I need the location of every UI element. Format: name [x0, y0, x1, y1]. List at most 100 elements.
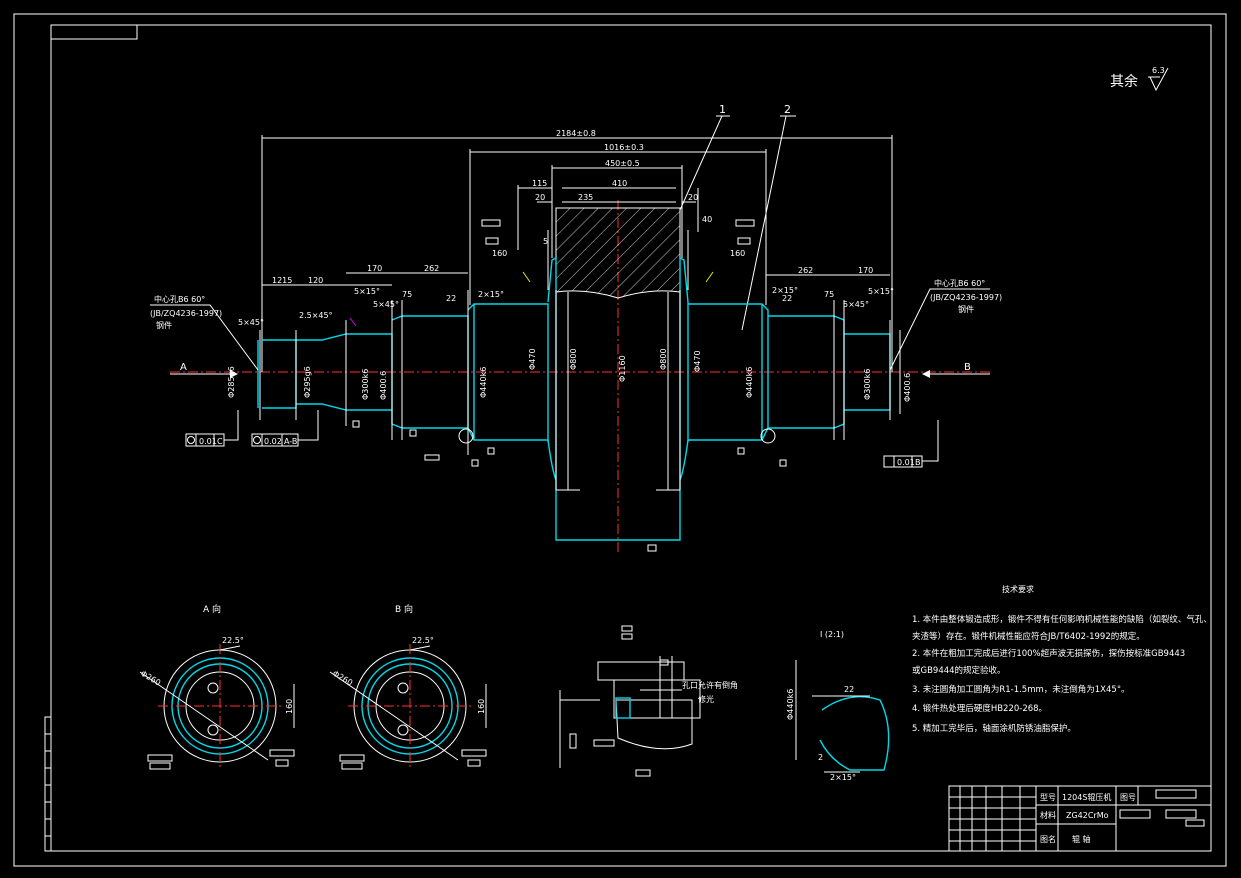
tol-3-ref: B: [915, 458, 921, 467]
tech-req-item-1: 1. 本件由整体锻造成形，锻件不得有任何影响机械性能的缺陷（如裂纹、气孔、: [912, 614, 1212, 625]
detail-i: I (2:1) 22 Φ440k6 2 2×15°: [786, 630, 890, 782]
dim-1016: 1016±0.3: [604, 143, 644, 152]
dia-mid-2: Φ1160: [618, 355, 627, 382]
dim-20-left: 20: [535, 193, 545, 202]
tol-2-value: 0.02: [264, 437, 282, 446]
dim-170-left: 170: [367, 264, 382, 273]
tech-req-item-1b: 夹渣等）存在。锻件机械性能应符合JB/T6402-1992的规定。: [912, 631, 1145, 642]
technical-requirements: 技术要求 1. 本件由整体锻造成形，锻件不得有任何影响机械性能的缺陷（如裂纹、气…: [912, 584, 1212, 734]
title-block: 型号 1204S辊压机 图号 材料 ZG42CrMo 图名 辊 轴: [948, 785, 1212, 852]
tech-req-item-3: 3. 未注圆角加工圆角为R1-1.5mm，未注倒角为1X45°。: [912, 684, 1130, 695]
tech-req-item-2b: 或GB9444的规定验收。: [912, 665, 1006, 676]
dia-right-1: Φ470: [693, 350, 702, 372]
detail-section: 孔口允许有倒角 修光: [559, 625, 738, 777]
tol-2-ref: A-B: [284, 437, 297, 446]
chamfer-5x45-end-left: 5×45°: [238, 318, 264, 327]
title-name-label: 图名: [1040, 834, 1056, 844]
detail-i-chamfer: 2×15°: [830, 773, 856, 782]
dia-mid-3: Φ800: [659, 348, 668, 370]
view-a: A 向 Φ260 22.5° 160: [139, 603, 295, 770]
dia-left-1: Φ285g6: [227, 366, 236, 398]
dim-120: 120: [308, 276, 323, 285]
center-hole-left-std: (JB/ZQ4236-1997): [150, 309, 222, 318]
center-hole-left-title: 中心孔B6 60°: [154, 294, 205, 304]
runout-icon: [253, 436, 261, 444]
roll-section-hatch: [555, 207, 681, 299]
dim-20-right: 20: [688, 193, 698, 202]
dia-left-4: Φ400.6: [379, 371, 388, 400]
sheet-border: [13, 13, 1227, 867]
dia-left-3: Φ300k6: [361, 369, 370, 400]
surface-finish-value: 6.3: [1152, 66, 1165, 75]
dim-262-right: 262: [798, 266, 813, 275]
dia-right-4: Φ400.6: [903, 373, 912, 402]
roughness-symbol-icon: [1149, 67, 1169, 92]
view-b-dim: 160: [477, 699, 486, 714]
dim-overall: 2184±0.8: [556, 129, 596, 138]
dia-left-2: Φ295g6: [303, 366, 312, 398]
title-model-value: 1204S辊压机: [1062, 792, 1111, 802]
dim-235: 235: [578, 193, 593, 202]
view-b-angle: 22.5°: [412, 636, 434, 645]
tolerance-frame-1: 0.01 C: [185, 410, 239, 447]
chamfer-2.5x45: 2.5×45°: [299, 311, 333, 320]
tolerance-frame-3: 0.01 B: [883, 420, 939, 468]
dim-170-right: 170: [858, 266, 873, 275]
center-hole-left-note: 钢件: [156, 320, 172, 330]
dim-40: 40: [702, 215, 712, 224]
view-arrow-b-icon: [922, 370, 930, 378]
detail-note-2: 修光: [698, 694, 714, 704]
dim-1215: 1215: [272, 276, 292, 285]
title-material-label: 材料: [1040, 810, 1056, 820]
view-arrow-a-icon: [230, 370, 238, 378]
view-b-pcd: Φ260: [331, 669, 354, 688]
detail-i-title: I (2:1): [820, 630, 844, 639]
dim-75-left: 75: [402, 290, 412, 299]
view-a-angle: 22.5°: [222, 636, 244, 645]
view-letter-a: A: [180, 362, 187, 373]
dia-right-3: Φ300k6: [863, 369, 872, 400]
chamfer-2x15-left: 2×15°: [478, 290, 504, 299]
dim-160-right: 160: [730, 249, 745, 258]
view-a-title: A 向: [203, 603, 221, 615]
title-name-value: 辊 轴: [1072, 834, 1091, 844]
view-b-title: B 向: [395, 603, 413, 615]
detail-i-dim2: 2: [818, 753, 823, 762]
view-letter-b: B: [964, 362, 971, 373]
tol-1-ref: C: [217, 437, 223, 446]
center-hole-note-left: 中心孔B6 60° (JB/ZQ4236-1997) 钢件: [150, 294, 259, 371]
chamfer-5x15-left: 5×15°: [354, 287, 380, 296]
view-a-pcd: Φ260: [139, 669, 162, 688]
chamfer-5x45-left: 5×45°: [373, 300, 399, 309]
center-hole-note-right: 中心孔B6 60° (JB/ZQ4236-1997) 钢件: [889, 278, 1002, 371]
tech-req-item-5: 5. 精加工完毕后，轴面涂机防锈油脂保护。: [912, 723, 1076, 734]
dim-22-left: 22: [446, 294, 456, 303]
main-shaft-view: 2184±0.8 1016±0.3 450±0.5 410 115 20 235…: [150, 103, 1002, 555]
dia-right-2: Φ440k6: [745, 367, 754, 398]
title-drawing-label: 图号: [1120, 793, 1136, 802]
tech-req-item-4: 4. 锻件热处理后硬度HB220-268。: [912, 703, 1047, 714]
tolerance-frame-2: 0.02 A-B: [251, 410, 319, 447]
tol-1-value: 0.01: [199, 437, 217, 446]
center-hole-right-title: 中心孔B6 60°: [934, 278, 985, 288]
view-a-dim: 160: [285, 699, 294, 714]
tech-req-item-2: 2. 本件在粗加工完成后进行100%超声波无损探伤，探伤按标准GB9443: [912, 648, 1185, 659]
dim-262-left: 262: [424, 264, 439, 273]
detail-i-vert: Φ440k6: [786, 689, 795, 720]
balloon-2: 2: [784, 103, 791, 116]
tech-req-title: 技术要求: [1002, 584, 1034, 594]
dim-22-right: 22: [782, 294, 792, 303]
dia-mid-1: Φ800: [569, 348, 578, 370]
dim-75-right: 75: [824, 290, 834, 299]
chamfer-2x15-right: 2×15°: [772, 286, 798, 295]
view-b: B 向 Φ260 22.5° 160: [329, 603, 487, 770]
title-material-value: ZG42CrMo: [1066, 811, 1109, 820]
detail-i-dim22: 22: [844, 685, 854, 694]
detail-note-1: 孔口允许有倒角: [682, 680, 738, 690]
dim-115: 115: [532, 179, 547, 188]
title-model-label: 型号: [1040, 793, 1056, 802]
dim-160-left: 160: [492, 249, 507, 258]
dim-450: 450±0.5: [605, 159, 640, 168]
dia-left-5: Φ440k6: [479, 367, 488, 398]
roughness-markers: [352, 219, 787, 552]
